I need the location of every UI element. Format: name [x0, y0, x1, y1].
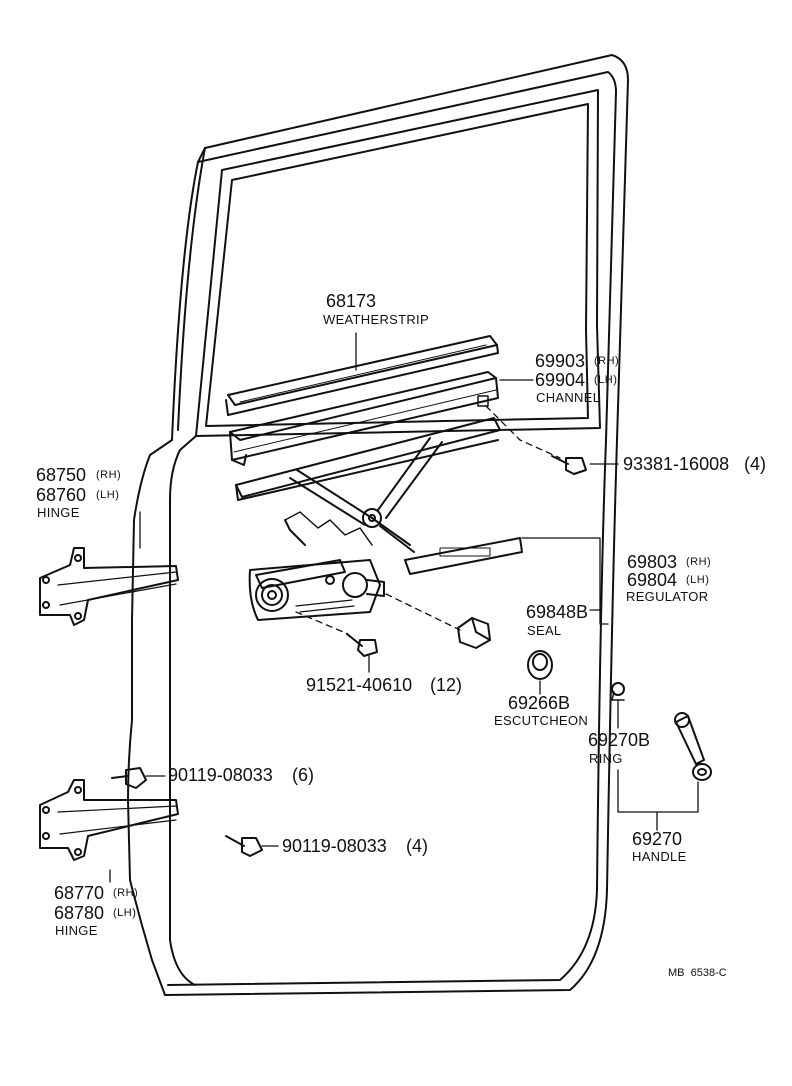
upper-hinge-number-lh: 68760 [36, 485, 87, 505]
weatherstrip-number: 68173 [326, 291, 377, 311]
door-panel [127, 54, 629, 996]
channel-part [229, 371, 499, 466]
lower-hinge-side-rh: (RH) [113, 887, 139, 899]
regulator-bolt-qty: (12) [430, 675, 463, 695]
handle-number: 69270 [632, 829, 683, 849]
regulator-part [235, 417, 523, 621]
lower-hinge-side-lh: (LH) [113, 907, 137, 919]
hinge-bolt-lower-qty: (4) [406, 836, 428, 856]
lower-hinge-part [39, 779, 179, 861]
lower-hinge-number-rh: 68770 [54, 883, 105, 903]
channel-bolt-part [551, 455, 587, 475]
leader-lines [109, 332, 699, 883]
seal-part [457, 617, 491, 649]
hinge-bolt-upper-qty: (6) [292, 765, 314, 785]
escutcheon-number: 69266B [508, 693, 571, 713]
channel-bolt-number: 93381-16008 [623, 454, 730, 474]
hinge-bolt-upper-number: 90119-08033 [168, 765, 273, 785]
weatherstrip-name: WEATHERSTRIP [323, 312, 429, 327]
escutcheon-name: ESCUTCHEON [494, 713, 589, 728]
channel-side-lh: (LH) [594, 374, 618, 386]
channel-number-lh: 69904 [535, 370, 586, 390]
regulator-bolt-number: 91521-40610 [306, 675, 413, 695]
handle-part [674, 712, 712, 781]
reference-code: MB 6538-C [668, 967, 727, 979]
seal-number: 69848B [526, 602, 589, 622]
escutcheon-part [527, 650, 553, 680]
upper-hinge-side-lh: (LH) [96, 489, 120, 501]
hinge-bolt-lower-part [225, 835, 263, 857]
ring-number: 69270B [588, 730, 651, 750]
hinge-bolt-upper-part [111, 767, 147, 789]
hinge-bolt-lower-number: 90119-08033 [282, 836, 387, 856]
regulator-name: REGULATOR [626, 589, 709, 604]
upper-hinge-name: HINGE [37, 505, 80, 520]
seal-name: SEAL [527, 623, 562, 638]
ring-name: RING [589, 751, 623, 766]
upper-hinge-part [39, 547, 179, 626]
handle-name: HANDLE [632, 849, 687, 864]
weatherstrip-part [225, 335, 499, 416]
channel-bolt-qty: (4) [744, 454, 766, 474]
regulator-number-lh: 69804 [627, 570, 678, 590]
regulator-number-rh: 69803 [627, 552, 678, 572]
regulator-side-rh: (RH) [686, 556, 712, 568]
channel-number-rh: 69903 [535, 351, 586, 371]
regulator-side-lh: (LH) [686, 574, 710, 586]
regulator-bolt-part [346, 633, 378, 657]
channel-side-rh: (RH) [594, 355, 620, 367]
upper-hinge-side-rh: (RH) [96, 469, 122, 481]
ring-part [611, 682, 625, 701]
lower-hinge-number-lh: 68780 [54, 903, 105, 923]
lower-hinge-name: HINGE [55, 923, 98, 938]
channel-name: CHANNEL [536, 390, 601, 405]
upper-hinge-number-rh: 68750 [36, 465, 87, 485]
